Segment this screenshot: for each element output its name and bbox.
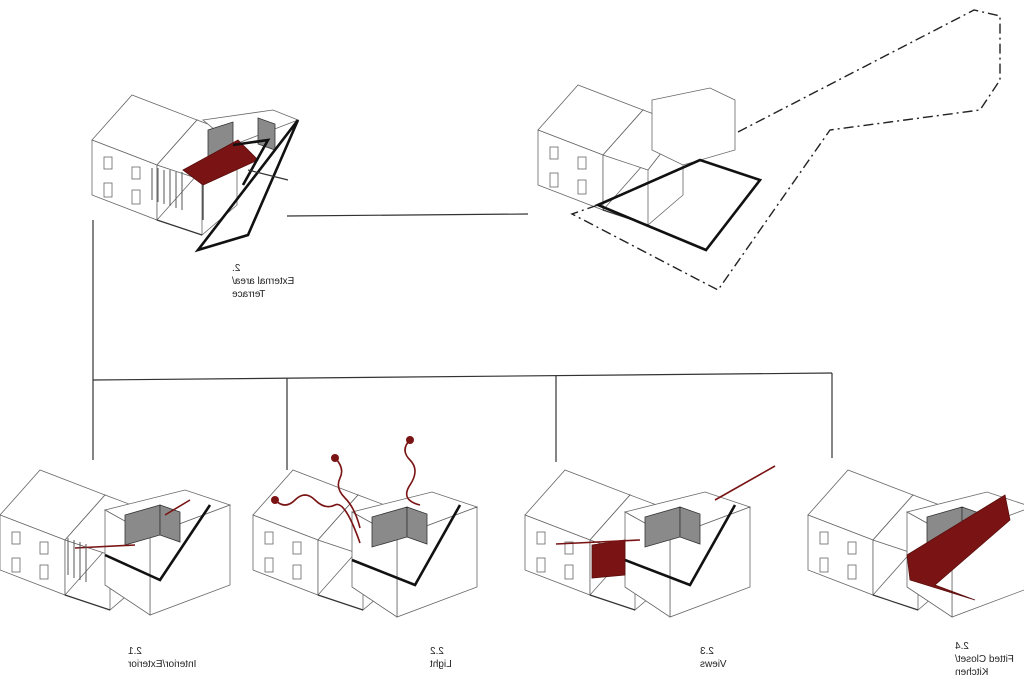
label-views-num: 2.3 (700, 646, 714, 657)
label-light: 2.2 Light (430, 645, 452, 671)
views-figure (524, 465, 776, 618)
label-terrace-num: 2. (232, 263, 241, 274)
site-plan-figure (537, 9, 1001, 291)
label-kitchen-num: 2.4 (955, 641, 969, 652)
light-figure (252, 436, 478, 618)
label-terrace-line2: Terrace (232, 289, 266, 300)
label-kitchen-line1: Fitted Closet/ (955, 654, 1014, 665)
tree-connectors (92, 213, 833, 470)
label-interior-exterior-num: 2.1 (128, 646, 142, 657)
label-views-line1: Views (700, 659, 727, 670)
label-terrace-line1: External area/ (232, 276, 295, 287)
label-terrace: 2. External area/ Terrace (232, 262, 294, 301)
terrace-figure (91, 94, 300, 253)
label-light-line1: Light (430, 659, 452, 670)
interior-exterior-figure (0, 469, 231, 616)
label-kitchen-line2: Kitchen (955, 667, 989, 678)
label-kitchen: 2.4 Fitted Closet/ Kitchen (955, 640, 1014, 679)
label-light-num: 2.2 (430, 646, 444, 657)
label-interior-exterior: 2.1 Interior/Exterior (128, 645, 196, 671)
label-interior-exterior-line1: Interior/Exterior (128, 659, 197, 670)
kitchen-figure (807, 469, 1024, 618)
label-views: 2.3 Views (700, 645, 727, 671)
